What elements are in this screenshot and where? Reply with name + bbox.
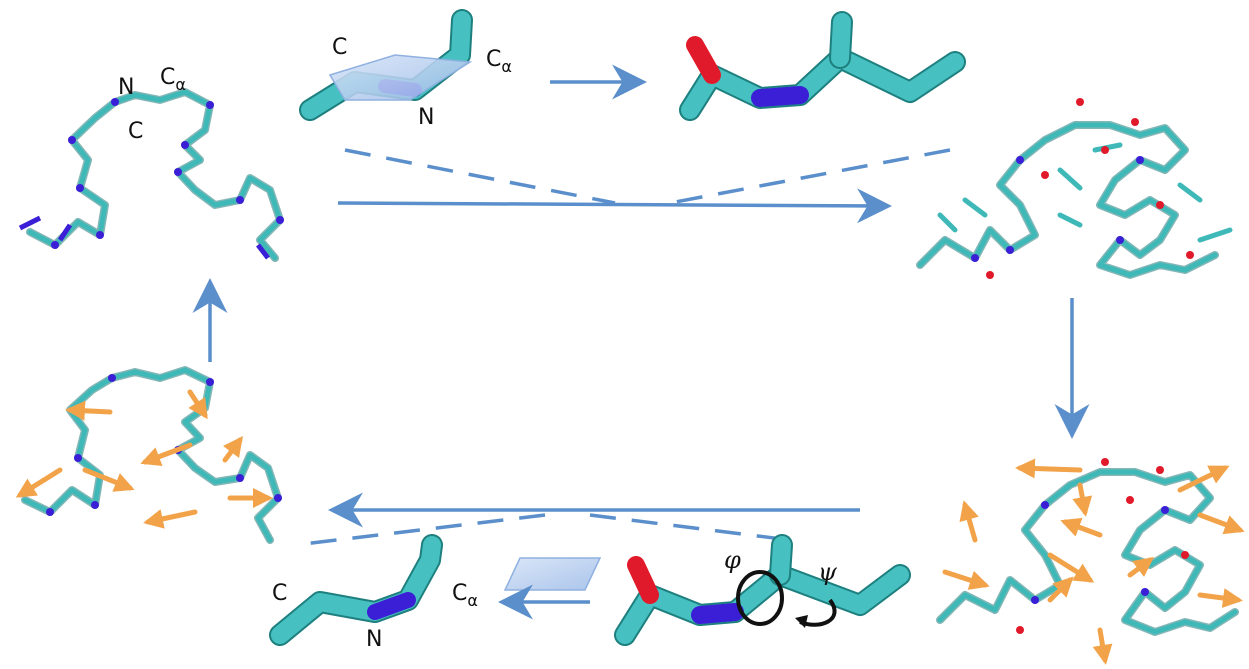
top-main-arrow — [337, 188, 892, 224]
peptide-bond-fragment-top — [679, 11, 966, 121]
psi-label: ψ — [818, 558, 838, 586]
bottom-calpha-label: Cα — [452, 581, 478, 610]
bottom-c-label: C — [272, 581, 287, 606]
force-arrows-bottom-left — [15, 389, 273, 529]
top-calpha-label: Cα — [486, 47, 512, 76]
folded-structure-top-right — [916, 98, 1233, 279]
phi-label: φ — [724, 546, 741, 574]
folded-structure-bottom-right — [936, 458, 1245, 665]
peptide-bond-torsion-fragment: φ ψ — [614, 534, 911, 646]
bottom-n-label: N — [366, 627, 382, 652]
peptide-plane-bottom — [503, 557, 602, 591]
extended-chain-bottom-left — [15, 366, 282, 544]
peptide-fragment-bottom: C Cα N — [269, 534, 478, 652]
peptide-plane-fragment-top: C Cα N — [299, 9, 512, 130]
force-arrows-bottom-right — [942, 458, 1245, 665]
chain-c-label: C — [128, 119, 143, 144]
phi-rotation-icon — [736, 570, 784, 626]
chain-calpha-label: Cα — [160, 65, 186, 94]
top-c-label: C — [332, 35, 347, 60]
bottom-dashed-line-right — [589, 513, 791, 542]
chain-n-label: N — [118, 75, 134, 100]
top-dashed-line-left — [344, 148, 616, 205]
top-dashed-line-right — [669, 148, 951, 205]
top-n-label: N — [418, 105, 434, 130]
bottom-dashed-line-left — [294, 513, 546, 547]
extended-chain-top-left: N Cα C — [18, 65, 284, 262]
peptide-plane-top — [328, 54, 473, 101]
